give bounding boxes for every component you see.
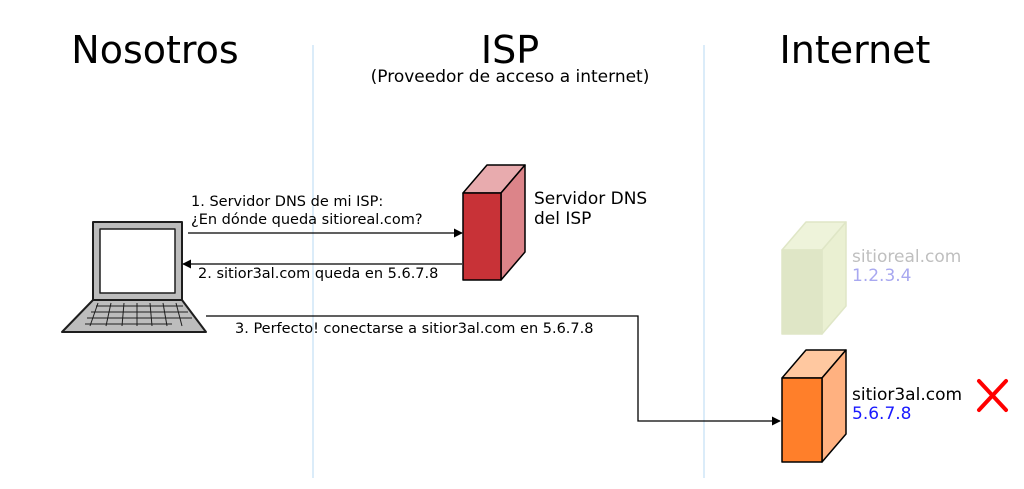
isp-server-label-line2: del ISP bbox=[534, 209, 591, 229]
message-1-line1: 1. Servidor DNS de mi ISP: bbox=[191, 194, 383, 210]
message-2: 2. sitior3al.com queda en 5.6.7.8 bbox=[198, 266, 438, 282]
real-site-server-icon bbox=[781, 221, 847, 335]
fake-site-server-icon bbox=[781, 349, 847, 463]
fake-site-ip: 5.6.7.8 bbox=[852, 404, 911, 424]
fake-site-name: sitior3al.com bbox=[852, 385, 962, 405]
column-title-isp: ISP bbox=[481, 28, 539, 72]
red-x-icon bbox=[977, 379, 1008, 412]
column-title-internet: Internet bbox=[780, 28, 931, 72]
message-3: 3. Perfecto! conectarse a sitior3al.com … bbox=[235, 321, 593, 337]
isp-dns-server-icon bbox=[462, 164, 526, 281]
column-subtitle-isp: (Proveedor de acceso a internet) bbox=[371, 67, 650, 87]
laptop-icon bbox=[61, 221, 207, 333]
isp-server-label-line1: Servidor DNS bbox=[534, 189, 647, 209]
arrow-connect-to-fake-site bbox=[206, 315, 781, 426]
message-1-line2: ¿En dónde queda sitioreal.com? bbox=[191, 212, 423, 228]
real-site-ip: 1.2.3.4 bbox=[852, 266, 911, 286]
real-site-name: sitioreal.com bbox=[852, 247, 961, 267]
column-title-nosotros: Nosotros bbox=[71, 28, 238, 72]
